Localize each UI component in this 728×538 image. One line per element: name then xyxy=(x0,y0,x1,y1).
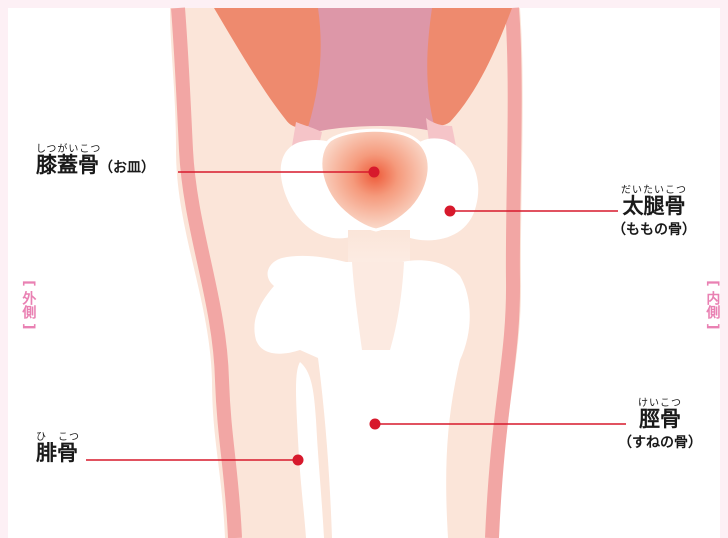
tibia-label: けいこつ 脛骨 （すねの骨） xyxy=(612,399,708,450)
fibula-label: ひ こつ 腓骨 xyxy=(36,433,80,464)
inner-side-label: [ 内側 ] xyxy=(702,276,722,333)
patella-name: 膝蓋骨 xyxy=(36,153,99,177)
femur-name: 太腿骨 xyxy=(612,196,696,217)
tendon-center xyxy=(306,8,436,134)
femur-note: （ももの骨） xyxy=(612,223,696,237)
outer-bracket-bottom: ] xyxy=(21,316,36,336)
inner-side-text: 内側 xyxy=(705,291,720,319)
tibia-pointer-dot xyxy=(370,419,381,430)
outer-side-text: 外側 xyxy=(21,291,36,319)
patella-note: （お皿） xyxy=(99,160,155,176)
outer-side-label: [ 外側 ] xyxy=(18,276,38,333)
femur-label: だいたいこつ 太腿骨 （ももの骨） xyxy=(612,186,696,237)
tibia-name: 脛骨 xyxy=(612,409,708,430)
fibula-pointer-dot xyxy=(293,455,304,466)
femur-pointer-dot xyxy=(445,206,456,217)
tibia-note: （すねの骨） xyxy=(612,436,708,450)
patella-label: しつがいこつ 膝蓋骨（お皿） xyxy=(36,145,155,176)
outer-bracket-top: [ xyxy=(21,273,36,293)
fibula-name: 腓骨 xyxy=(36,441,78,465)
inner-bracket-top: [ xyxy=(705,273,720,293)
patella-pointer-dot xyxy=(369,167,380,178)
inner-bracket-bottom: ] xyxy=(705,316,720,336)
